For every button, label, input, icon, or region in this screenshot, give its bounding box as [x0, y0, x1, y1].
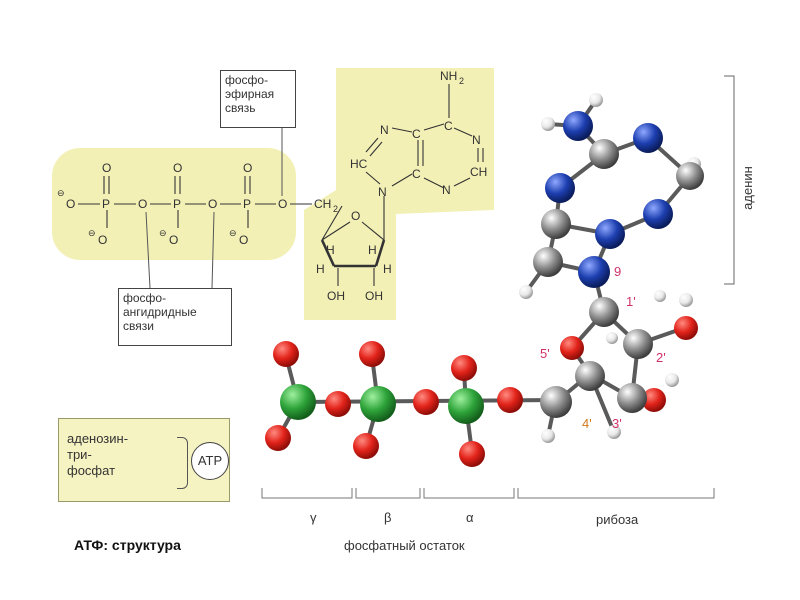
atom-o: O: [66, 197, 75, 211]
atom-h: H: [326, 243, 335, 257]
atom-c: C: [412, 127, 421, 141]
label-c2: 2': [656, 350, 666, 365]
ch-group: CH: [470, 165, 487, 179]
hydroxyl: OH: [365, 289, 383, 303]
anhydride-bonds-callout: фосфо- ангидридные связи: [118, 288, 232, 346]
formula-highlight: [52, 68, 494, 320]
atom-o: O: [239, 233, 248, 247]
atom-n: N: [378, 185, 387, 199]
figure-title: АТФ: структура: [74, 537, 181, 553]
atom-o: O: [208, 197, 217, 211]
alpha-label: α: [466, 510, 474, 525]
svg-text:2: 2: [333, 204, 338, 214]
label-c1: 1': [626, 294, 636, 309]
minus-charge: ⊖: [229, 228, 237, 238]
minus-charge: ⊖: [159, 228, 167, 238]
atp-legend: аденозин- три- фосфат ATP: [58, 418, 230, 502]
label-n9: 9: [614, 264, 621, 279]
gamma-label: γ: [310, 510, 317, 525]
atp-3d-model: [265, 93, 704, 467]
phosphate-group-label: фосфатный остаток: [344, 538, 465, 553]
hc-group: HC: [350, 157, 368, 171]
atom-o: O: [243, 161, 252, 175]
scale-brackets: [261, 488, 715, 499]
atom-o: O: [102, 161, 111, 175]
atom-p: P: [102, 197, 110, 211]
atom-o: O: [169, 233, 178, 247]
label-c3: 3': [612, 416, 622, 431]
atom-o: O: [278, 197, 287, 211]
atom-h: H: [383, 262, 392, 276]
beta-label: β: [384, 510, 391, 525]
atom-n: N: [442, 183, 451, 197]
structural-formula: ⊖ O P O P O P O CH 2 O O O ⊖ O ⊖ O ⊖: [57, 69, 487, 303]
hydroxyl: OH: [327, 289, 345, 303]
nh2-group: NH: [440, 69, 457, 83]
atom-p: P: [243, 197, 251, 211]
minus-charge: ⊖: [57, 188, 65, 198]
atom-c: C: [412, 167, 421, 181]
ribose-label: рибоза: [596, 512, 639, 527]
atom-n: N: [380, 123, 389, 137]
label-c5: 5': [540, 346, 550, 361]
atom-p: P: [173, 197, 181, 211]
svg-text:2: 2: [459, 76, 464, 86]
phosphoester-bond-callout: фосфо- эфирная связь: [220, 70, 296, 128]
adenine-label: аденин: [740, 166, 755, 210]
atom-o: O: [351, 209, 360, 223]
atom-o: O: [173, 161, 182, 175]
atom-o: O: [138, 197, 147, 211]
atp-abbreviation: ATP: [191, 442, 229, 480]
atom-n: N: [472, 133, 481, 147]
ch2-group: CH: [314, 197, 331, 211]
atom-c: C: [444, 119, 453, 133]
atom-o: O: [98, 233, 107, 247]
adenine-bracket: [724, 75, 735, 285]
brace: [177, 437, 188, 489]
atp-legend-text: аденозин- три- фосфат: [67, 431, 129, 478]
atom-h: H: [368, 243, 377, 257]
label-c4: 4': [582, 416, 592, 431]
callout-leaders: [145, 128, 283, 289]
atom-h: H: [316, 262, 325, 276]
minus-charge: ⊖: [88, 228, 96, 238]
